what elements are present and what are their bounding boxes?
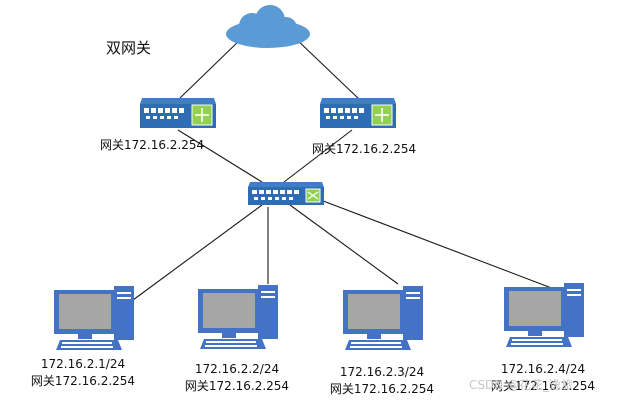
link-cloud-router-2 <box>294 37 361 101</box>
pc-gateway-label: 网关172.16.2.254 <box>490 379 596 393</box>
diagram-title: 双网关 <box>106 39 152 57</box>
pc-gateway-label: 网关172.16.2.254 <box>329 382 435 396</box>
link-switch-pc-1 <box>132 204 263 301</box>
pc-gateway-label: 网关172.16.2.254 <box>30 374 136 388</box>
router-icon <box>140 98 216 128</box>
pc-ip-label: 172.16.2.4/24 <box>500 362 586 376</box>
pc-ip-label: 172.16.2.1/24 <box>40 357 126 371</box>
computer-icon <box>198 285 278 349</box>
computer-icon <box>54 286 134 350</box>
link-switch-pc-3 <box>289 204 399 285</box>
computer-icon <box>343 286 423 350</box>
switch-icon <box>248 182 324 205</box>
watermark: CSDN @花花_逸旅 <box>469 378 574 392</box>
pc-ip-label: 172.16.2.3/24 <box>339 365 425 379</box>
link-router-1-switch <box>177 129 263 183</box>
router-icon <box>320 98 396 128</box>
pc-gateway-label: 网关172.16.2.254 <box>184 379 290 393</box>
link-router-2-switch <box>283 129 353 183</box>
link-cloud-router-1 <box>179 37 243 99</box>
router-label: 网关172.16.2.254 <box>100 138 205 152</box>
link-switch-pc-4 <box>317 198 563 293</box>
pc-ip-label: 172.16.2.2/24 <box>194 362 280 376</box>
router-label: 网关172.16.2.254 <box>312 142 417 156</box>
cloud-icon <box>226 5 310 48</box>
computer-icon <box>504 283 584 347</box>
